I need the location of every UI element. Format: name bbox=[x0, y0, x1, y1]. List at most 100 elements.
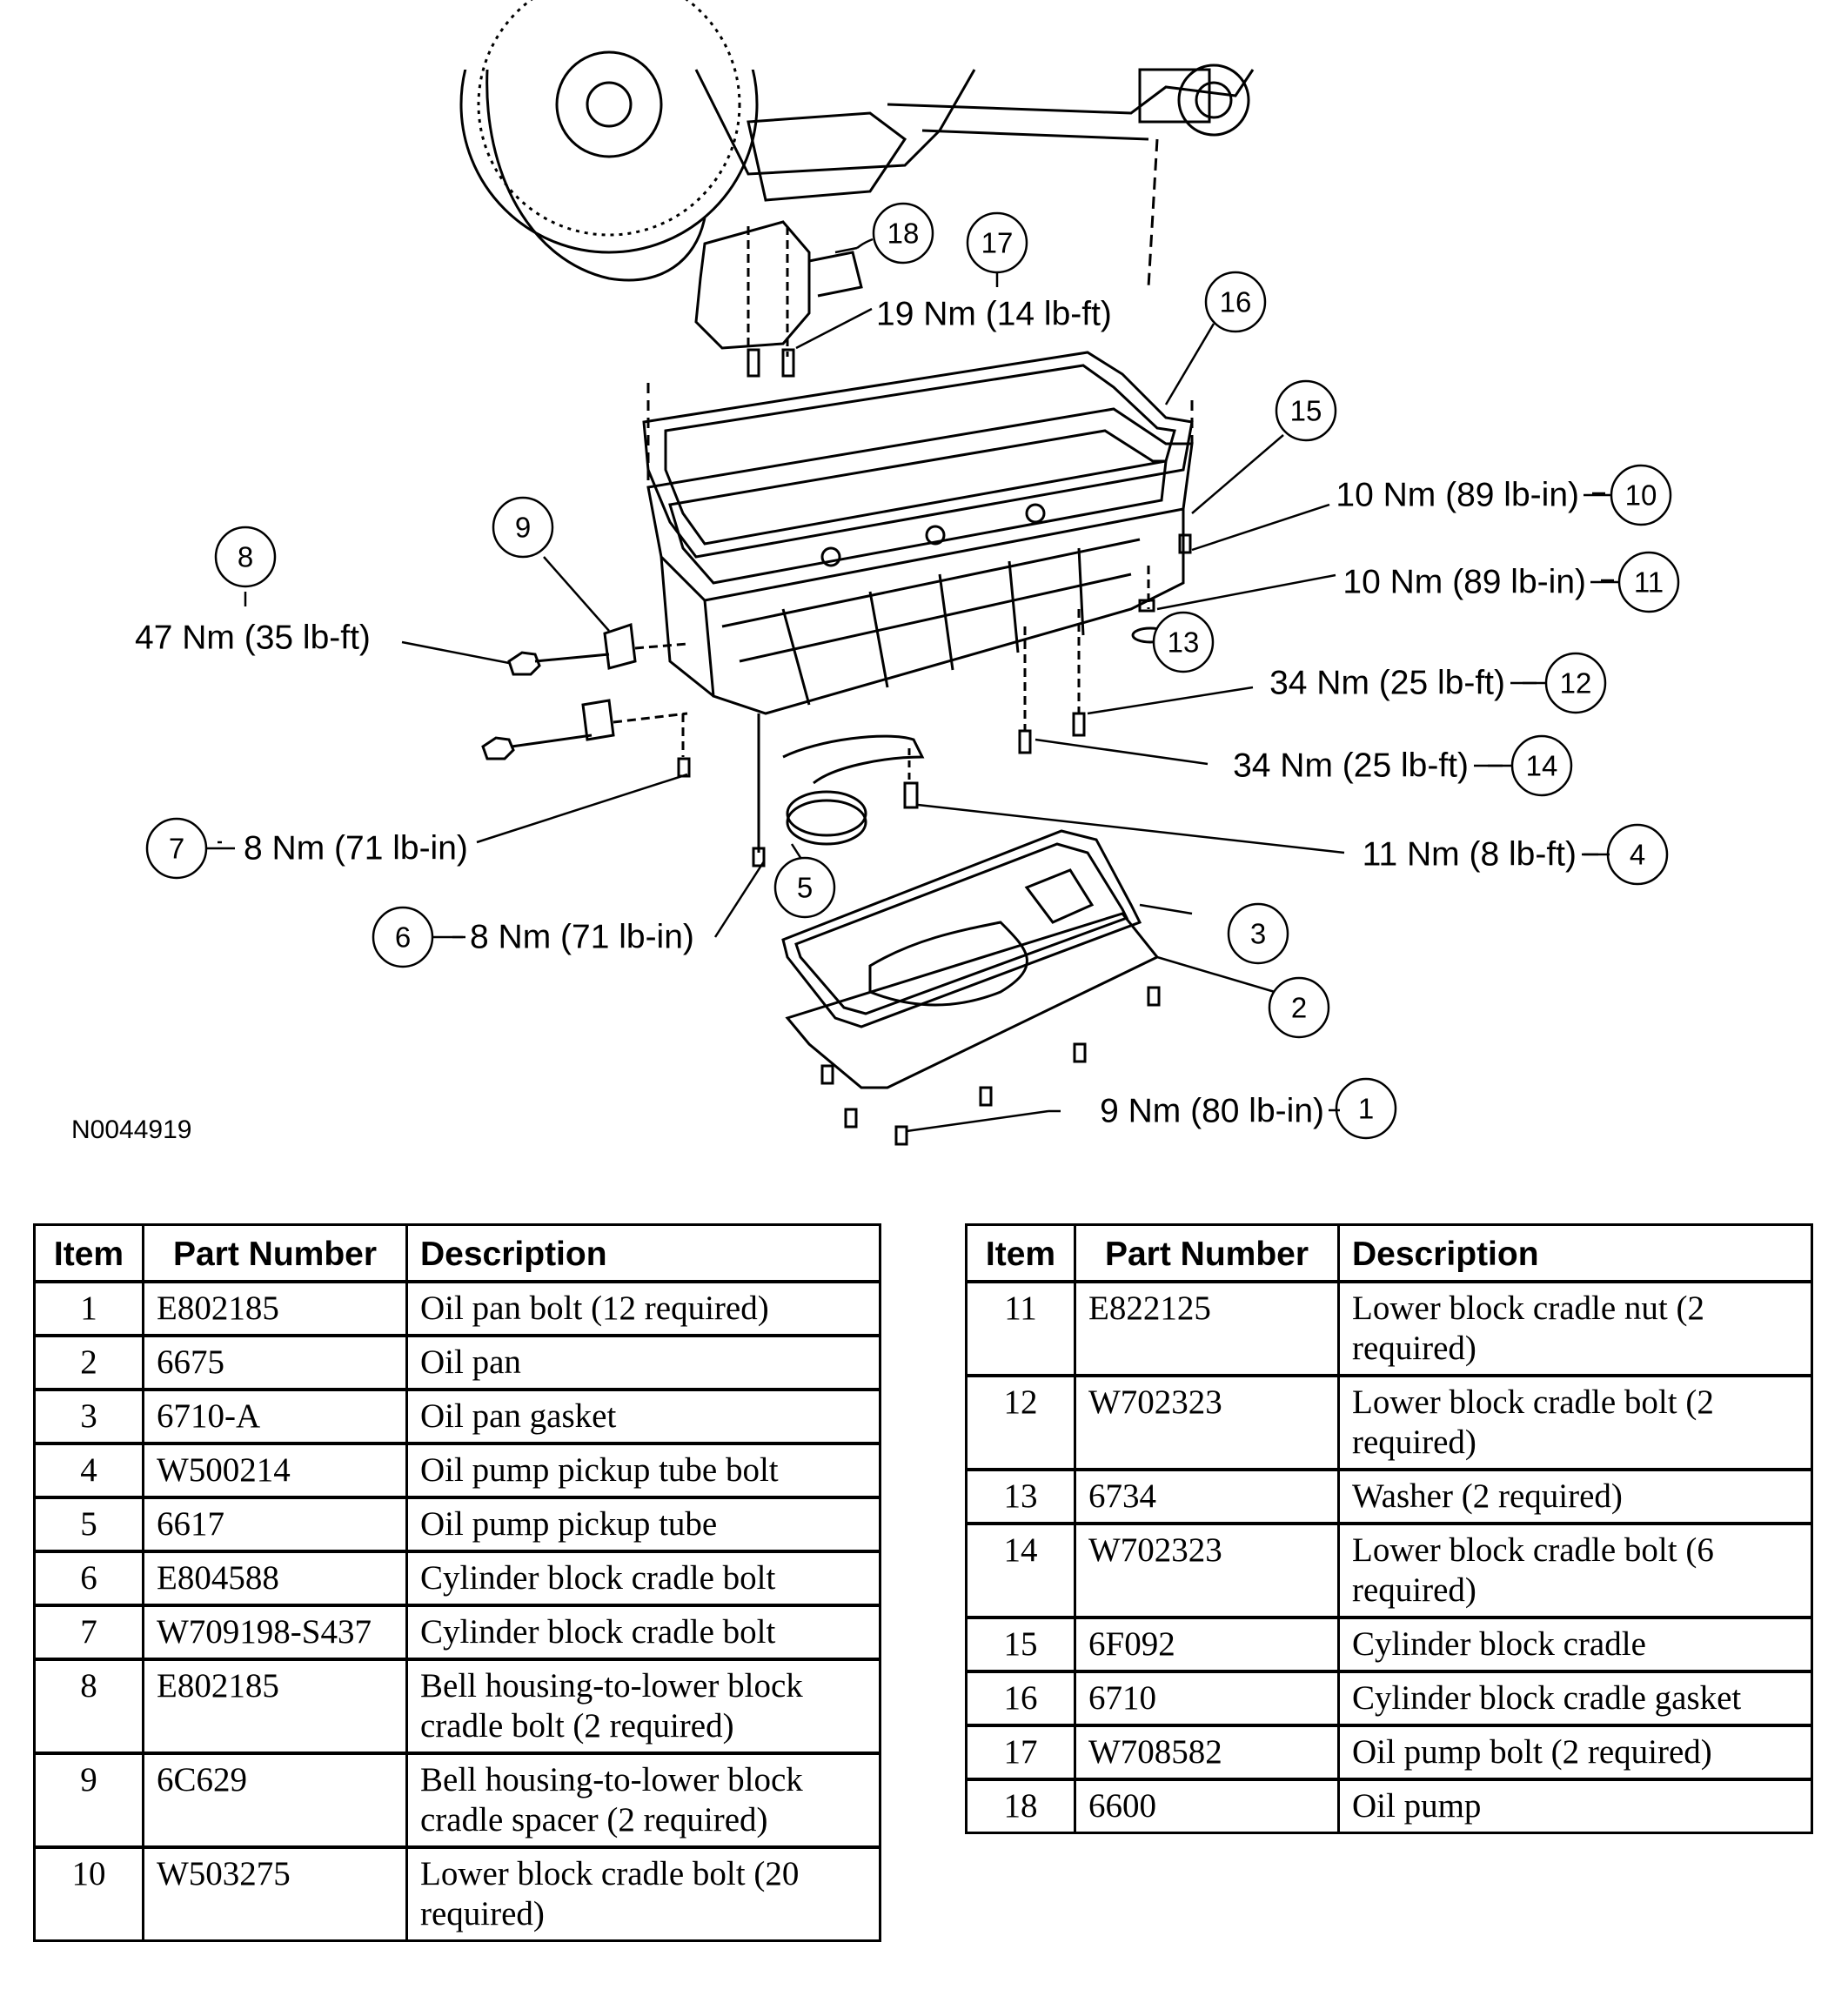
cell-part-number: 6710 bbox=[1074, 1670, 1340, 1727]
callout-17-circle bbox=[966, 211, 1028, 274]
cell-part-number: W503275 bbox=[142, 1845, 408, 1942]
figure-id: N0044919 bbox=[71, 1115, 191, 1144]
torque-label-11: 10 Nm (89 lb-in) bbox=[1342, 564, 1586, 601]
torque-label-14: 34 Nm (25 lb-ft) bbox=[1233, 747, 1469, 785]
exploded-view-diagram: 1 2 3 4 5 6 7 8 9 10 11 12 13 14 15 16 1… bbox=[71, 0, 1680, 1146]
cell-description: Lower block cradle bolt (2 required) bbox=[1337, 1374, 1813, 1471]
callout-15-circle bbox=[1275, 379, 1337, 442]
cell-item: 11 bbox=[965, 1280, 1076, 1377]
callout-3-number: 3 bbox=[1250, 918, 1266, 950]
torque-label-6: 8 Nm (71 lb-in) bbox=[470, 919, 694, 956]
cell-description: Cylinder block cradle bbox=[1337, 1616, 1813, 1673]
cell-item: 5 bbox=[33, 1496, 144, 1553]
callout-4-number: 4 bbox=[1630, 839, 1645, 871]
callout-17-number: 17 bbox=[981, 227, 1014, 259]
leader-lines bbox=[218, 238, 1614, 1133]
cell-part-number: 6C629 bbox=[142, 1752, 408, 1849]
torque-label-4: 11 Nm (8 lb-ft) bbox=[1363, 836, 1577, 874]
callout-11-number: 11 bbox=[1634, 566, 1664, 599]
callout-1-number: 1 bbox=[1358, 1093, 1374, 1125]
cell-part-number: 6600 bbox=[1074, 1778, 1340, 1834]
table-header-row: Item Part Number Description bbox=[33, 1223, 881, 1283]
callout-dashes bbox=[206, 493, 1619, 1112]
cell-part-number: W708582 bbox=[1074, 1724, 1340, 1781]
callout-12-number: 12 bbox=[1560, 667, 1592, 700]
torque-label-12: 34 Nm (25 lb-ft) bbox=[1269, 665, 1505, 702]
torque-label-10: 10 Nm (89 lb-in) bbox=[1336, 477, 1579, 514]
cell-part-number: W702323 bbox=[1074, 1522, 1340, 1619]
cell-part-number: E802185 bbox=[142, 1658, 408, 1755]
cell-description: Bell housing-to-lower block cradle bolt … bbox=[405, 1658, 881, 1755]
cell-description: Oil pan bolt (12 required) bbox=[405, 1280, 881, 1337]
cell-item: 15 bbox=[965, 1616, 1076, 1673]
callout-circles bbox=[145, 202, 1680, 1140]
torque-label-8: 47 Nm (35 lb-ft) bbox=[135, 620, 371, 657]
callout-2-circle bbox=[1268, 976, 1330, 1039]
torque-label-17: 19 Nm (14 lb-ft) bbox=[876, 296, 1112, 333]
callout-3-circle bbox=[1227, 902, 1289, 965]
callout-18-number: 18 bbox=[887, 218, 920, 250]
cell-part-number: W500214 bbox=[142, 1442, 408, 1499]
cylinder-block-cradle-drawing bbox=[642, 351, 1194, 715]
cell-item: 12 bbox=[965, 1374, 1076, 1471]
cell-item: 1 bbox=[33, 1280, 144, 1337]
cell-description: Oil pump pickup tube bbox=[405, 1496, 881, 1553]
cell-item: 17 bbox=[965, 1724, 1076, 1781]
callout-8-number: 8 bbox=[238, 541, 253, 573]
oil-pump-pickup-tube-drawing bbox=[782, 734, 925, 846]
cell-description: Oil pan bbox=[405, 1334, 881, 1391]
engine-block-drawing bbox=[459, 0, 1255, 378]
cell-item: 4 bbox=[33, 1442, 144, 1499]
callout-13-circle bbox=[1152, 611, 1215, 673]
header-part-number: Part Number bbox=[142, 1223, 408, 1283]
callout-1-circle bbox=[1335, 1077, 1397, 1140]
header-item: Item bbox=[33, 1223, 144, 1283]
callout-16-number: 16 bbox=[1220, 286, 1252, 318]
callout-18-circle bbox=[872, 202, 934, 265]
cell-part-number: E802185 bbox=[142, 1280, 408, 1337]
cell-description: Cylinder block cradle gasket bbox=[1337, 1670, 1813, 1727]
cell-description: Lower block cradle bolt (20 required) bbox=[405, 1845, 881, 1942]
torque-label-7: 8 Nm (71 lb-in) bbox=[244, 830, 468, 867]
callout-6-number: 6 bbox=[395, 921, 411, 954]
callout-9-circle bbox=[492, 496, 554, 559]
callout-16-circle bbox=[1204, 271, 1267, 333]
cell-part-number: 6617 bbox=[142, 1496, 408, 1553]
cell-item: 6 bbox=[33, 1550, 144, 1607]
cell-part-number: 6F092 bbox=[1074, 1616, 1340, 1673]
cell-description: Oil pan gasket bbox=[405, 1388, 881, 1445]
header-part-number: Part Number bbox=[1074, 1223, 1340, 1283]
header-description: Description bbox=[405, 1223, 881, 1283]
cell-part-number: E822125 bbox=[1074, 1280, 1340, 1377]
cell-description: Washer (2 required) bbox=[1337, 1468, 1813, 1525]
cell-description: Lower block cradle bolt (6 required) bbox=[1337, 1522, 1813, 1619]
cell-item: 10 bbox=[33, 1845, 144, 1942]
cell-part-number: 6734 bbox=[1074, 1468, 1340, 1525]
oil-pan-drawing bbox=[781, 829, 1161, 1146]
cell-description: Lower block cradle nut (2 required) bbox=[1337, 1280, 1813, 1377]
cell-description: Oil pump bolt (2 required) bbox=[1337, 1724, 1813, 1781]
cell-item: 18 bbox=[965, 1778, 1076, 1834]
cell-item: 13 bbox=[965, 1468, 1076, 1525]
cell-description: Cylinder block cradle bolt bbox=[405, 1604, 881, 1661]
cell-item: 14 bbox=[965, 1522, 1076, 1619]
callout-5-circle bbox=[773, 856, 836, 919]
callout-10-number: 10 bbox=[1625, 479, 1657, 512]
cell-part-number: W709198-S437 bbox=[142, 1604, 408, 1661]
